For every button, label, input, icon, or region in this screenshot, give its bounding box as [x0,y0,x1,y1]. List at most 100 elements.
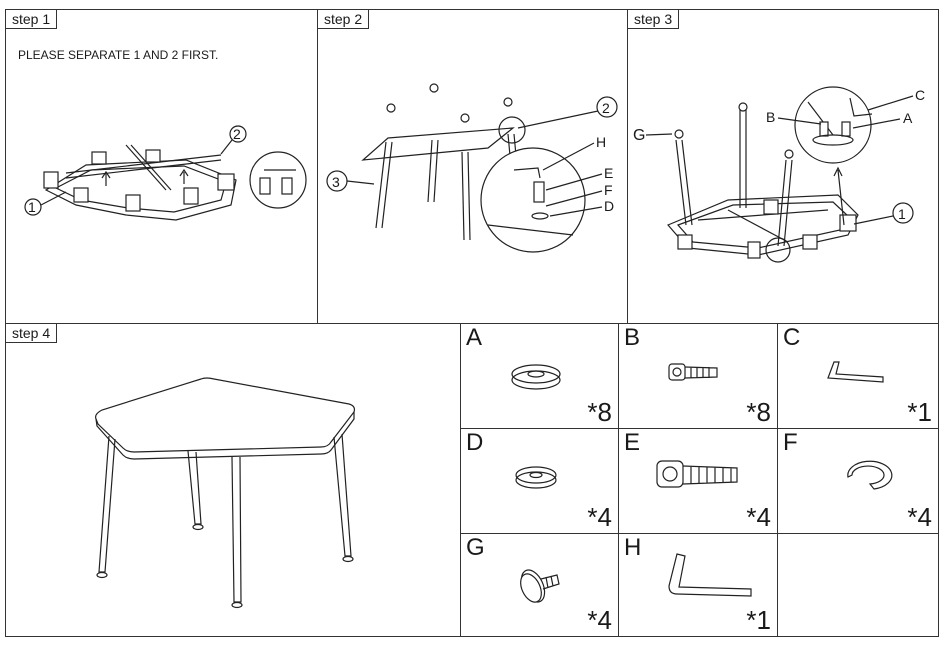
spring-washer-icon [847,460,893,490]
leader-line [645,133,673,136]
part-cell-G: G *4 [460,533,619,637]
frame-ring [44,159,237,221]
corner-block [677,234,693,250]
part-letter: F [783,429,798,456]
leveling-foot-icon [674,129,684,139]
bolt-icon [503,97,513,107]
part-quantity: *4 [587,605,612,635]
detail-plate [812,134,854,146]
leg [681,139,693,226]
leader-line [853,215,894,225]
label-D: D [604,198,614,214]
detail-zoom-circle [249,151,307,209]
label-H: H [596,134,606,150]
frame-ring-inner [54,165,227,213]
label-C: C [915,87,925,103]
part-quantity: *8 [587,397,612,427]
bolt-small-icon [668,363,718,381]
parts-list: A *8 B *8 C *1 D *4 E *4 F [460,323,939,637]
label-B: B [766,109,775,125]
leg [381,141,393,229]
step-1-note: PLEASE SEPARATE 1 AND 2 FIRST. [18,48,219,62]
label-F: F [604,182,613,198]
part-quantity: *4 [907,502,932,532]
step-3-illustration: G B C A 1 [633,86,925,263]
hex-key-small-icon [827,361,884,383]
part-cell-D: D *4 [460,428,619,534]
back-left-leg [187,450,202,525]
bolt-large-icon [656,460,738,488]
cross-bar-edge [65,159,222,179]
corner-block [183,187,199,205]
leader-line [852,118,901,129]
part-letter: D [466,429,484,456]
detail-hex-key [849,97,873,117]
cross-bar-edge [130,144,172,191]
detail-bar [807,101,834,136]
leg [461,151,465,241]
step-2-illustration: 2 3 H E F D [326,83,618,253]
up-arrow-icon [833,166,845,226]
leg [433,139,439,203]
detail-hex-key [513,167,541,179]
detail-block [259,177,271,195]
part-quantity: *8 [746,397,771,427]
corner-block [73,187,89,203]
part-cell-empty [777,533,939,637]
callout-circle [892,202,914,224]
leg [427,139,433,203]
leveling-foot-icon [231,601,243,609]
table-top [95,377,356,453]
detail-washer [531,212,549,220]
hex-key-large-icon [668,553,752,597]
detail-bolt [841,121,851,137]
step-3-panel: step 3 G B C [627,9,939,324]
leg [675,139,687,226]
step-2-panel: step 2 2 3 H E F D [317,9,628,324]
cross-bar [727,209,789,243]
part-letter: C [783,324,801,351]
leg [467,151,471,241]
washer-icon [511,364,561,390]
bolt-icon [429,83,439,93]
callout-circle [24,198,42,216]
front-left-leg [98,435,116,573]
part-letter: A [466,324,483,351]
cross-bar [697,209,829,221]
detail-zoom-circle [794,86,872,164]
leveling-foot-icon [342,555,354,563]
corner-block [43,171,59,189]
leader-line [542,142,595,171]
label-A: A [903,110,913,126]
detail-zoom-circle [480,147,586,253]
corner-block [145,149,161,163]
detail-bolt [533,181,545,203]
leader-line [346,180,375,185]
leader-line [517,110,599,129]
step-4-illustration [95,377,356,609]
leader-line [220,139,233,155]
corner-block [839,214,857,232]
step-2-label: step 2 [318,10,370,29]
callout-1: 1 [28,199,36,215]
back-right-leg [333,433,352,557]
part-letter: B [624,324,641,351]
step-1-label: step 1 [6,10,58,29]
part-letter: G [466,534,485,561]
leveling-foot-icon [96,571,108,579]
part-letter: H [624,534,642,561]
callout-1: 1 [898,206,906,222]
leader-line [777,117,822,125]
part-cell-C: C *1 [777,323,939,429]
callout-2: 2 [233,126,241,142]
cross-bar [125,144,167,191]
corner-block [125,194,141,212]
step-3-label: step 3 [628,10,680,29]
leveling-foot-icon [738,102,748,112]
label-G: G [633,127,645,144]
part-cell-E: E *4 [618,428,778,534]
step-1-panel: step 1 PLEASE SEPARATE 1 AND 2 FIRST. 1 … [5,9,318,324]
leg [777,159,787,247]
leader-line [545,190,603,207]
step-1-illustration: 1 2 [24,125,307,221]
